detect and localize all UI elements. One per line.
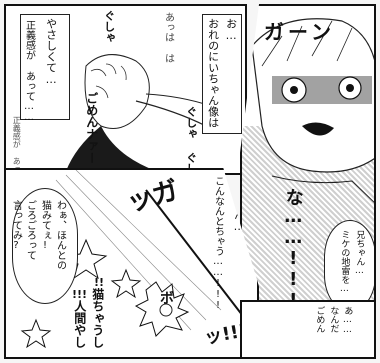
konnan-line-2: こんなんとちゃう……!!! (212, 176, 224, 311)
figure-illustration (66, 54, 212, 171)
thought-box (202, 14, 242, 134)
nii-line-2: ミケの地雷を… (339, 230, 350, 294)
goro-line: ごろごろって (24, 200, 36, 260)
aa-line: あ…… (342, 306, 353, 335)
panel-bottom-right: あ…… なんだ ごめん (240, 300, 376, 359)
panel-bottom-left: こんなん… こんなんとちゃう……!!! ッガ ッ!!! わぁ、ほんとの 猫みてぇ… (4, 168, 259, 359)
sfx-gusha-right: ぐしゃ ぐしゃ (184, 106, 198, 175)
ningen-shout: 人間やし (72, 300, 87, 348)
sfx-gaaan: ガーン (264, 20, 335, 44)
speech-bubble-nii (324, 220, 374, 312)
narration-yasashikute: やさしくて… (44, 18, 58, 86)
waa-line: わぁ、ほんとの (54, 200, 66, 270)
neko-chau-shout: 猫ちゃうし (90, 288, 105, 348)
sfx-pon: ボ (160, 291, 174, 307)
itte-line: 言ってみ? (10, 200, 22, 251)
exclaim-1: !! (94, 276, 105, 289)
scribble-note: 正義感が あって…… (12, 116, 22, 175)
panel-top-left: やさしくて… 正義感が あって…… 正義感が あって…… あっは は ぐしゃ ぐ… (4, 4, 247, 175)
speed-lines (20, 170, 247, 349)
panel-top-right: ガーン な……!!! 兄ちゃん… ミケの地雷を… (240, 4, 376, 314)
narration-box (20, 14, 70, 120)
thought-niichan: おれのにいちゃん像は (206, 18, 220, 128)
gomen-line: ごめん (314, 306, 325, 333)
exclaim-2: !!! (72, 288, 88, 301)
shocked-boy-face (251, 18, 374, 207)
nandaka-line: なんだ (328, 306, 339, 333)
nii-line-1: 兄ちゃん… (354, 230, 365, 276)
laugh-text: あっは は (162, 12, 174, 63)
speech-bubble-neko (12, 188, 78, 304)
na-shout: な……!!! (282, 188, 304, 311)
narration-seigikan: 正義感が あって…… (23, 20, 35, 123)
thought-o: お… (224, 18, 238, 42)
apology-shout: ごめんナァー (84, 92, 99, 164)
neko-line: 猫みてぇ! (39, 200, 51, 251)
